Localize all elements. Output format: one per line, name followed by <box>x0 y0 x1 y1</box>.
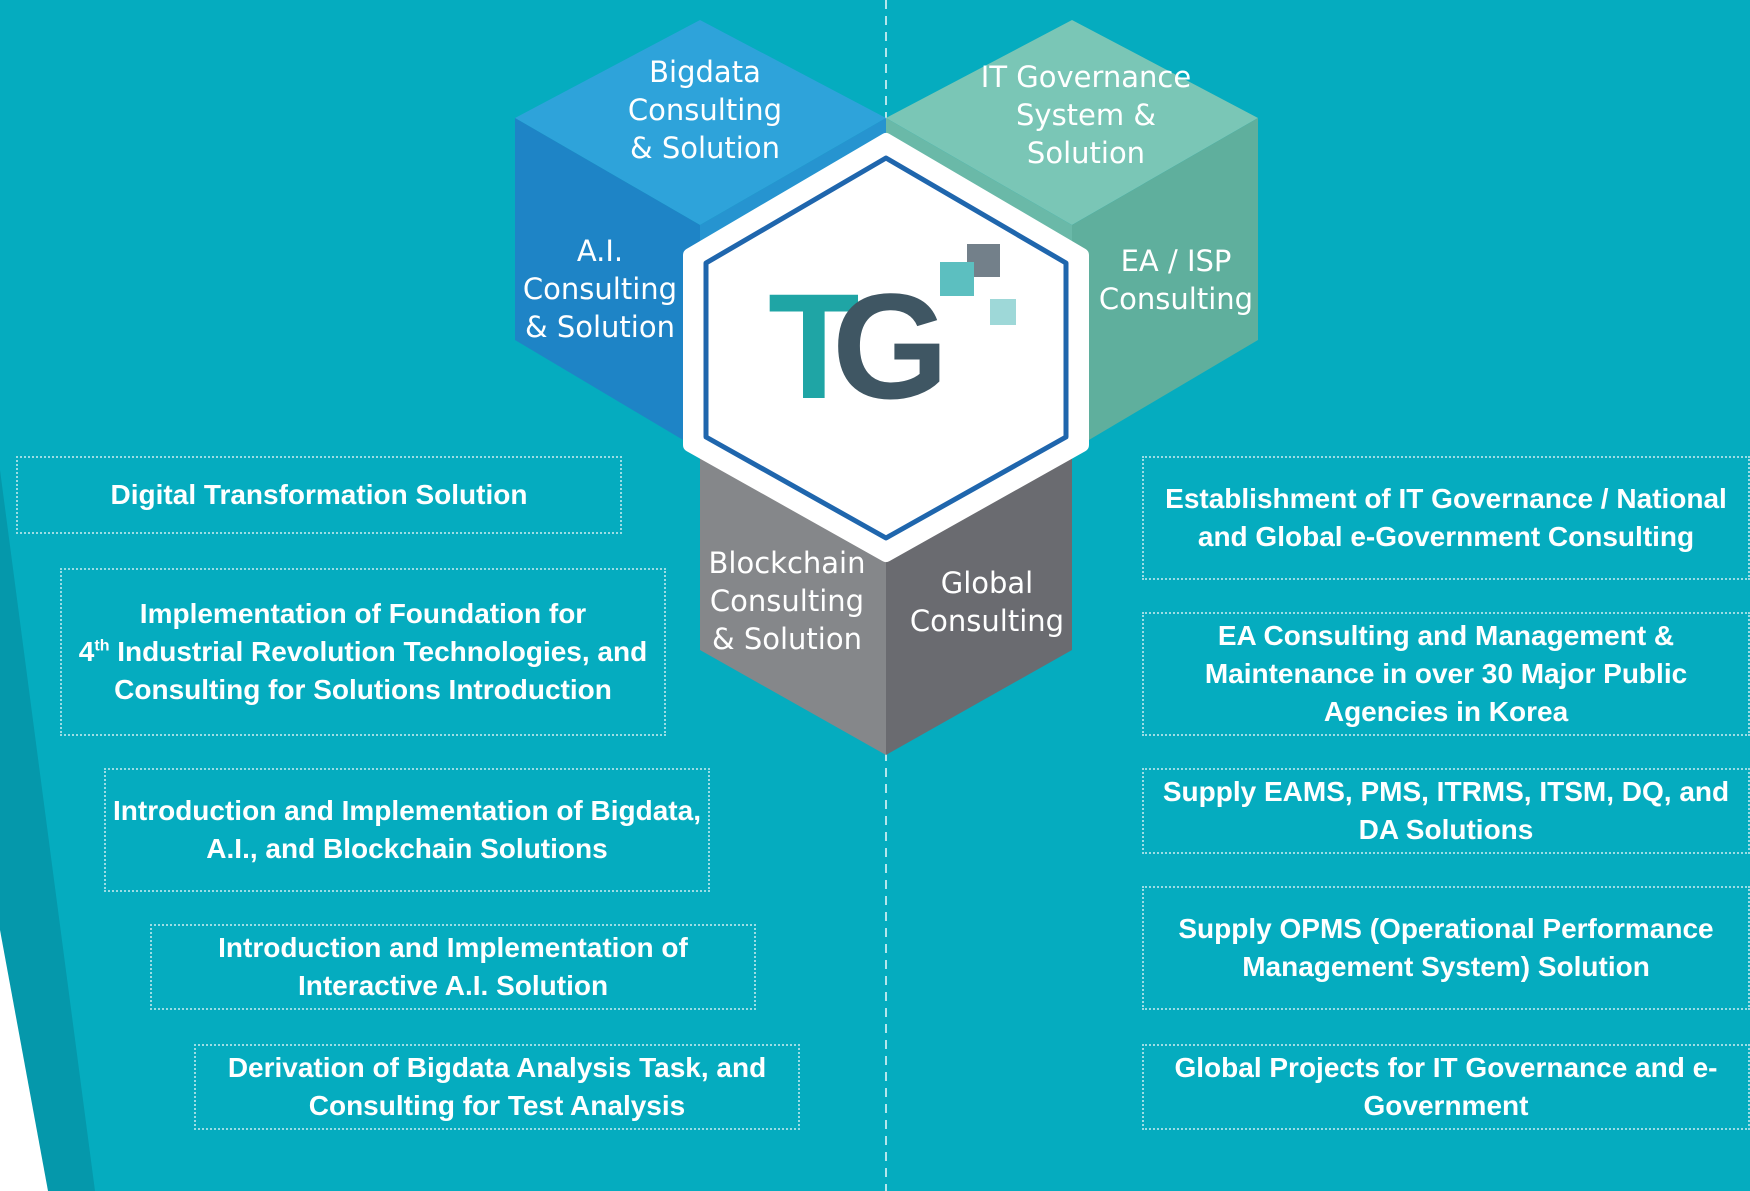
left-item-2-sup: th <box>94 637 110 655</box>
left-item-2-text: Implementation of Foundation for 4th Indu… <box>68 595 658 709</box>
right-item-4: Supply OPMS (Operational Performance Man… <box>1142 886 1750 1010</box>
left-item-1: Digital Transformation Solution <box>16 456 622 534</box>
center-logo-badge: T G <box>683 133 1089 562</box>
right-item-2-text: EA Consulting and Management & Maintenan… <box>1204 620 1688 727</box>
segment-label-global: Global Consulting <box>909 566 1065 638</box>
right-item-3-text: Supply EAMS, PMS, ITRMS, ITSM, DQ, and D… <box>1162 776 1730 845</box>
segment-label-ea-isp: EA / ISP Consulting <box>1098 244 1254 316</box>
logo-letter-g: G <box>832 262 949 430</box>
logo-hex-white <box>683 133 1089 562</box>
it-governance-face <box>886 20 1258 225</box>
left-item-3-text: Introduction and Implementation of Bigda… <box>113 795 701 864</box>
left-item-2-rest: Industrial Revolution Technologies, and … <box>109 636 648 705</box>
bigdata-face <box>515 20 886 225</box>
right-item-1-text: Establishment of IT Governance / Nationa… <box>1165 483 1727 552</box>
logo-hex-outline <box>703 155 1069 541</box>
segment-label-bigdata: Bigdata Consulting & Solution <box>627 55 783 165</box>
logo-letter-t: T <box>768 262 860 430</box>
right-item-4-text: Supply OPMS (Operational Performance Man… <box>1178 913 1714 982</box>
left-item-2-line2: 4th Industrial Revolution Technologies, … <box>79 636 647 705</box>
left-item-4-text: Introduction and Implementation of Inter… <box>218 932 688 1001</box>
left-item-4: Introduction and Implementation of Inter… <box>150 924 756 1010</box>
right-item-3: Supply EAMS, PMS, ITRMS, ITSM, DQ, and D… <box>1142 768 1750 854</box>
right-item-1: Establishment of IT Governance / Nationa… <box>1142 456 1750 580</box>
logo-square-light <box>990 299 1016 325</box>
right-item-2: EA Consulting and Management & Maintenan… <box>1142 612 1750 736</box>
left-item-5: Derivation of Bigdata Analysis Task, and… <box>194 1044 800 1130</box>
segment-label-it-governance: IT Governance System & Solution <box>980 60 1192 170</box>
logo-square-teal <box>940 262 974 296</box>
left-item-2-prefix: Implementation of Foundation for <box>139 598 587 629</box>
ai-face <box>515 118 700 450</box>
ea-isp-face <box>1072 118 1258 450</box>
right-item-5-text: Global Projects for IT Governance and e-… <box>1174 1052 1718 1121</box>
white-corner <box>0 930 48 1191</box>
right-item-5: Global Projects for IT Governance and e-… <box>1142 1044 1750 1130</box>
left-item-2-number: 4 <box>78 636 95 667</box>
left-item-5-text: Derivation of Bigdata Analysis Task, and… <box>227 1052 767 1121</box>
left-item-3: Introduction and Implementation of Bigda… <box>104 768 710 892</box>
left-shade-wedge <box>0 470 95 1191</box>
left-item-2: Implementation of Foundation for 4th Indu… <box>60 568 666 736</box>
segment-label-ai: A.I. Consulting & Solution <box>522 234 678 344</box>
left-item-1-text: Digital Transformation Solution <box>110 479 528 510</box>
segment-label-blockchain: Blockchain Consulting & Solution <box>708 546 866 656</box>
